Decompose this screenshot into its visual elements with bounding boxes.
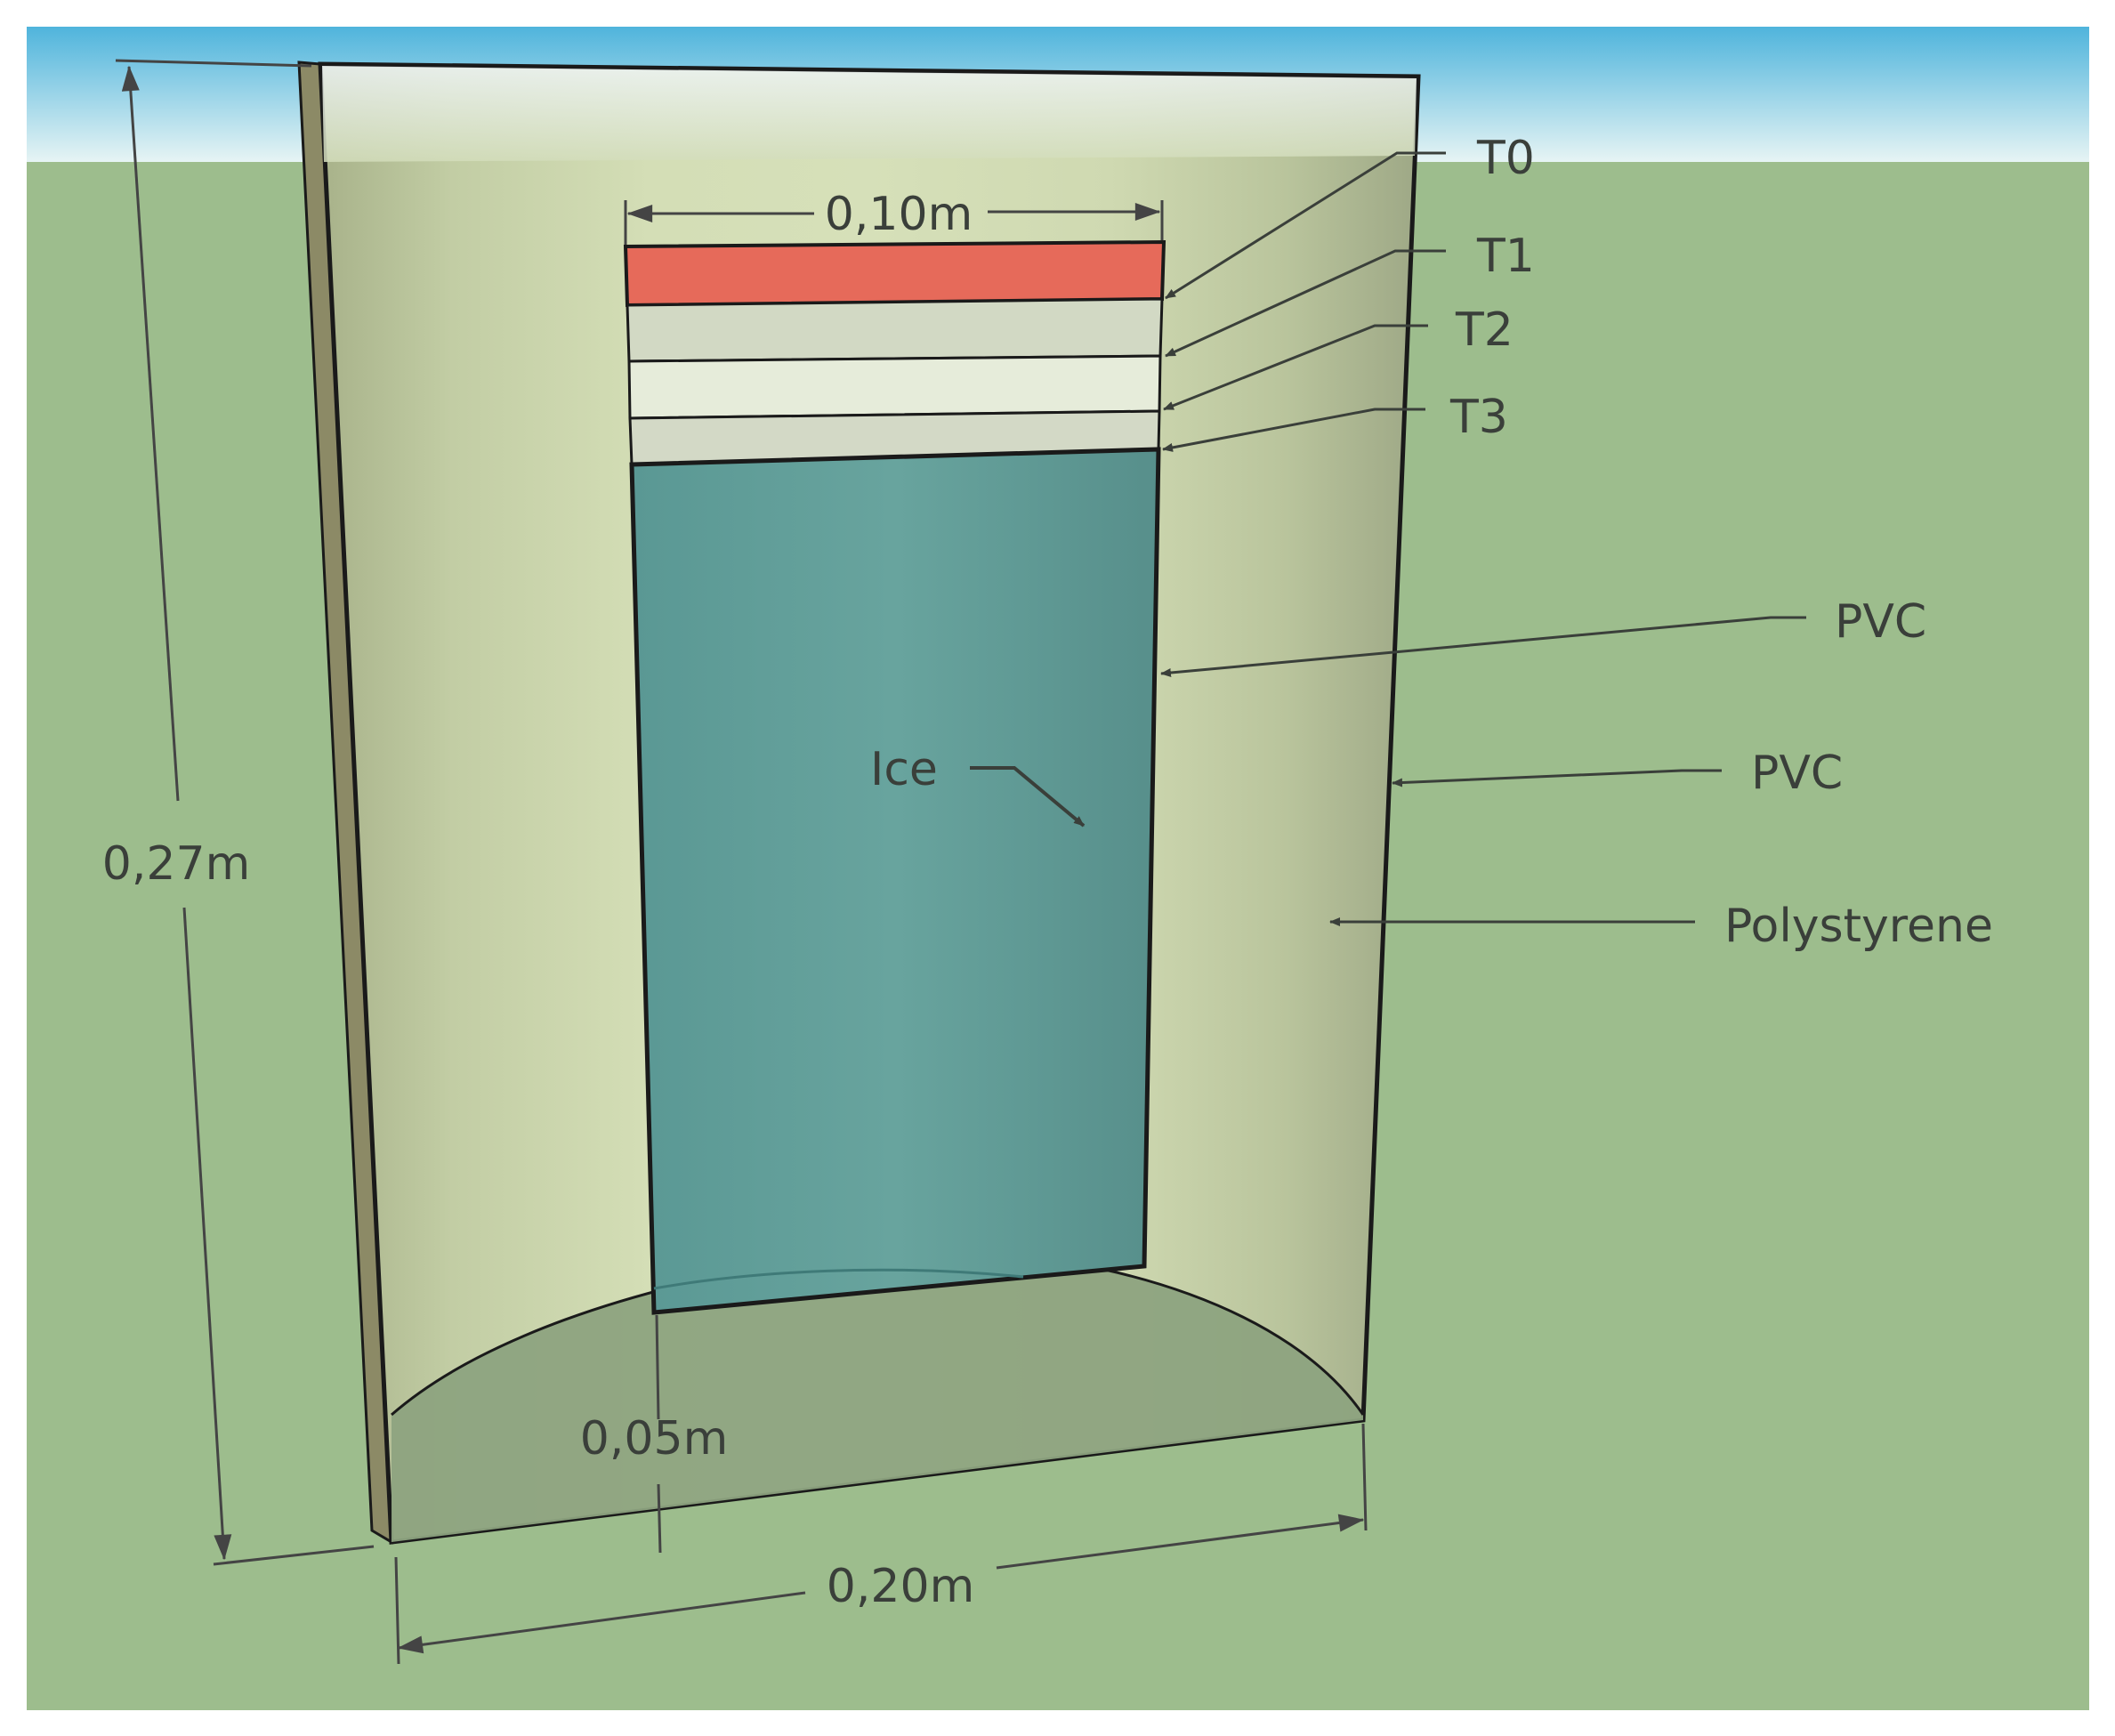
top-rim (322, 66, 1417, 162)
dim-height-line-bottom (182, 907, 232, 1561)
callout-pvc-outer-label: PVC (1751, 747, 1843, 800)
dim-height-label: 0,27m (102, 837, 250, 891)
callout-pvc-inner-label: PVC (1835, 595, 1926, 649)
callout-t0-line (1165, 151, 1446, 300)
dim-outer-width-tick-right (1361, 1423, 1368, 1531)
callout-t3-line (1162, 408, 1425, 452)
dim-offset-extension (655, 1314, 660, 1420)
layer-t0 (623, 239, 1166, 308)
dim-inner-width-label: 0,10m (825, 188, 973, 241)
dim-offset-label: 0,05m (580, 1412, 728, 1466)
ice-bottom-curve (653, 1268, 1024, 1290)
dim-outer-width-label: 0,20m (827, 1560, 974, 1613)
callout-pvc-outer-line (1392, 769, 1722, 787)
callout-t1-label: T1 (1476, 230, 1535, 283)
layer-t1 (626, 297, 1164, 363)
dim-height-tick-top (115, 59, 312, 68)
dim-height-line-top (121, 65, 180, 802)
ice-label-arrow (970, 766, 1086, 828)
callout-t0-label: T0 (1476, 132, 1535, 185)
callout-polystyrene-label: Polystyrene (1724, 900, 1993, 953)
dim-outer-width-line-right (996, 1514, 1365, 1570)
layer-t2 (627, 354, 1162, 420)
callout-t1-line (1165, 249, 1446, 358)
ice-label: Ice (870, 743, 938, 796)
dim-height-tick-bottom (213, 1545, 375, 1566)
dim-offset-extension-lower (657, 1483, 662, 1554)
callout-t3-label: T3 (1449, 391, 1508, 444)
callout-t2-label: T2 (1455, 303, 1514, 357)
ice-block (629, 447, 1161, 1315)
bottom-floor (392, 1249, 1363, 1542)
dim-outer-width-line-left (397, 1591, 806, 1654)
callout-t2-line (1163, 324, 1428, 411)
callout-pvc-inner-line (1160, 616, 1806, 677)
